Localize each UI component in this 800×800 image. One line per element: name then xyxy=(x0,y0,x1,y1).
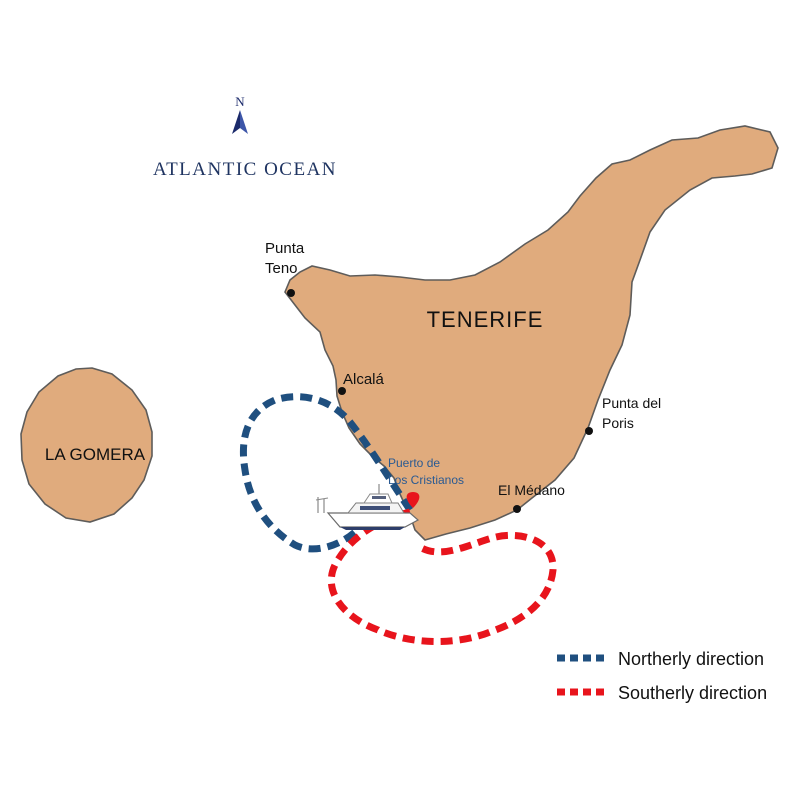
place-el-medano: El Médano xyxy=(498,482,565,513)
place-alcala: Alcalá xyxy=(338,371,385,395)
place-punta-del-poris: Punta del Poris xyxy=(585,395,661,435)
punta-del-poris-label-line1: Punta del xyxy=(602,395,661,411)
alcala-label: Alcalá xyxy=(343,371,385,388)
legend-label-southerly: Southerly direction xyxy=(618,683,767,703)
el-medano-label: El Médano xyxy=(498,482,565,498)
place-puerto-de-los-cristianos: Puerto de Los Cristianos xyxy=(388,456,464,487)
port-marker-icon xyxy=(406,492,420,508)
la-gomera-label: LA GOMERA xyxy=(45,445,146,464)
north-arrow-icon: N xyxy=(232,94,248,134)
boat-icon xyxy=(315,484,420,530)
north-letter: N xyxy=(235,94,245,109)
puerto-label-line1: Puerto de xyxy=(388,456,440,470)
punta-del-poris-label-line2: Poris xyxy=(602,415,634,431)
legend-item-northerly: Northerly direction xyxy=(557,649,764,669)
northerly-route xyxy=(239,393,413,553)
legend-item-southerly: Southerly direction xyxy=(557,683,767,703)
alcala-dot xyxy=(338,387,346,395)
la-gomera-island xyxy=(20,367,153,523)
punta-teno-label-line1: Punta xyxy=(265,240,305,257)
puerto-label-line2: Los Cristianos xyxy=(388,473,464,487)
ocean-label: ATLANTIC OCEAN xyxy=(153,159,337,180)
tenerife-island xyxy=(284,125,779,541)
punta-teno-dot xyxy=(287,289,295,297)
legend: Northerly direction Southerly direction xyxy=(557,649,767,703)
legend-label-northerly: Northerly direction xyxy=(618,649,764,669)
punta-del-poris-dot xyxy=(585,427,593,435)
place-punta-teno: Punta Teno xyxy=(265,240,305,297)
tenerife-label: TENERIFE xyxy=(427,307,544,332)
punta-teno-label-line2: Teno xyxy=(265,260,298,277)
el-medano-dot xyxy=(513,505,521,513)
